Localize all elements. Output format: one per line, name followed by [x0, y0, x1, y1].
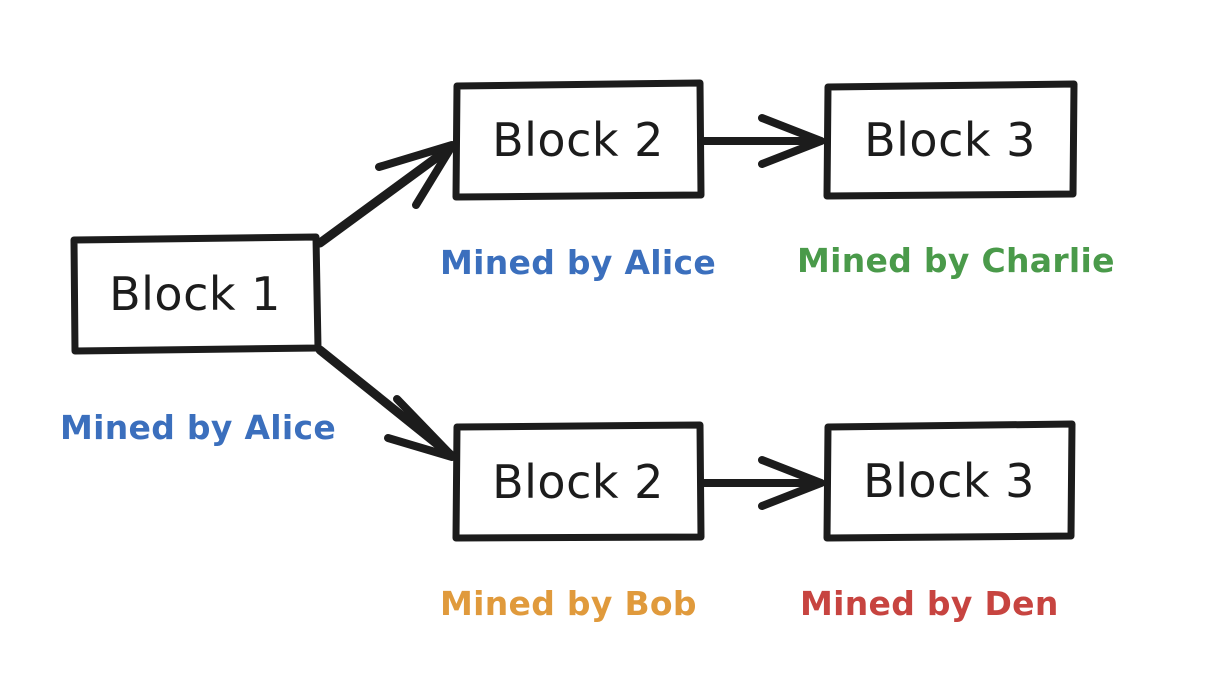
miner-label-block-2-bottom: Mined by Bob [440, 584, 697, 623]
miner-label-block-2-top: Mined by Alice [440, 243, 717, 282]
block-2-top-outline [452, 79, 705, 201]
block-3-bottom-outline [823, 420, 1076, 542]
block-3-bottom-label: Block 3 [863, 454, 1035, 508]
miner-label-block-3-bottom: Mined by Den [800, 584, 1059, 623]
block-1-label: Block 1 [109, 267, 281, 321]
block-2-top-label: Block 2 [492, 113, 664, 167]
block-2-bottom-outline [452, 421, 705, 542]
block-3-top-outline [823, 80, 1078, 200]
block-3-top-label: Block 3 [864, 113, 1036, 167]
miner-label-block-3-top: Mined by Charlie [797, 241, 1115, 280]
arrow-top-chain [699, 114, 825, 168]
arrow-fork-up [315, 141, 456, 248]
arrow-bottom-chain [699, 456, 825, 510]
arrow-fork-down [315, 345, 457, 461]
miner-label-block-1: Mined by Alice [60, 408, 337, 447]
block-2-bottom-label: Block 2 [492, 454, 664, 509]
